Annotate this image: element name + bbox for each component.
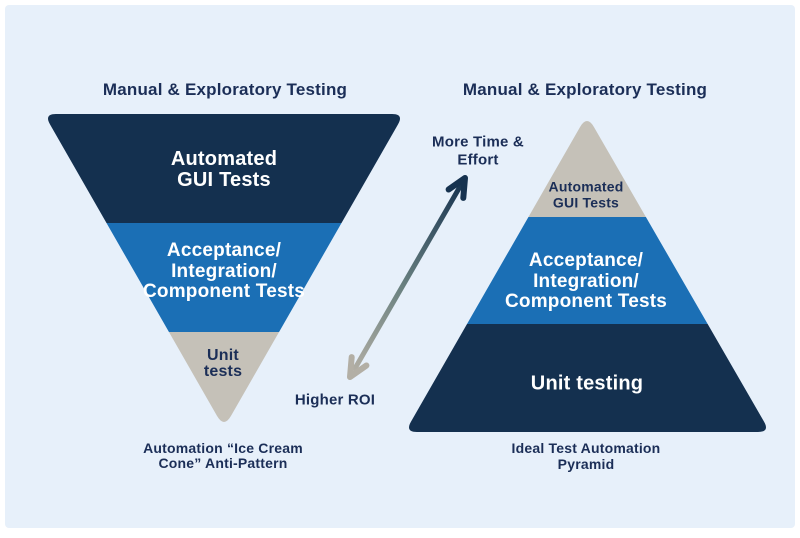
pyramid-label-unit: Unit testing [530, 372, 644, 395]
pyramid-caption: Ideal Test Automation Pyramid [511, 440, 661, 472]
cone-label-acceptance: Acceptance/ Integration/ Component Tests [142, 240, 306, 303]
arrow-head-down-icon [347, 354, 370, 380]
pyramid-label-acceptance: Acceptance/ Integration/ Component Tests [504, 250, 668, 313]
cone-caption: Automation “Ice Cream Cone” Anti-Pattern [143, 439, 303, 471]
roi-effort-arrow [347, 175, 468, 380]
cone-layer-automated-gui [48, 114, 400, 223]
right-diagram-title: Manual & Exploratory Testing [462, 80, 708, 99]
pyramid-layer-unit [409, 324, 766, 433]
arrow-head-up-icon [445, 175, 468, 201]
cone-label-unit: Unit tests [203, 347, 243, 380]
diagram-canvas: Manual & Exploratory Testing Manual & Ex… [5, 5, 795, 528]
pyramid-label-automated-gui: Automated GUI Tests [548, 178, 624, 210]
arrow-label-more-time-effort: More Time & Effort [432, 133, 524, 168]
cone-label-automated-gui: Automated GUI Tests [170, 148, 278, 191]
arrow-shaft [352, 182, 464, 371]
left-diagram-title: Manual & Exploratory Testing [102, 80, 348, 99]
diagram-shapes [48, 114, 766, 433]
arrow-label-higher-roi: Higher ROI [294, 391, 376, 409]
